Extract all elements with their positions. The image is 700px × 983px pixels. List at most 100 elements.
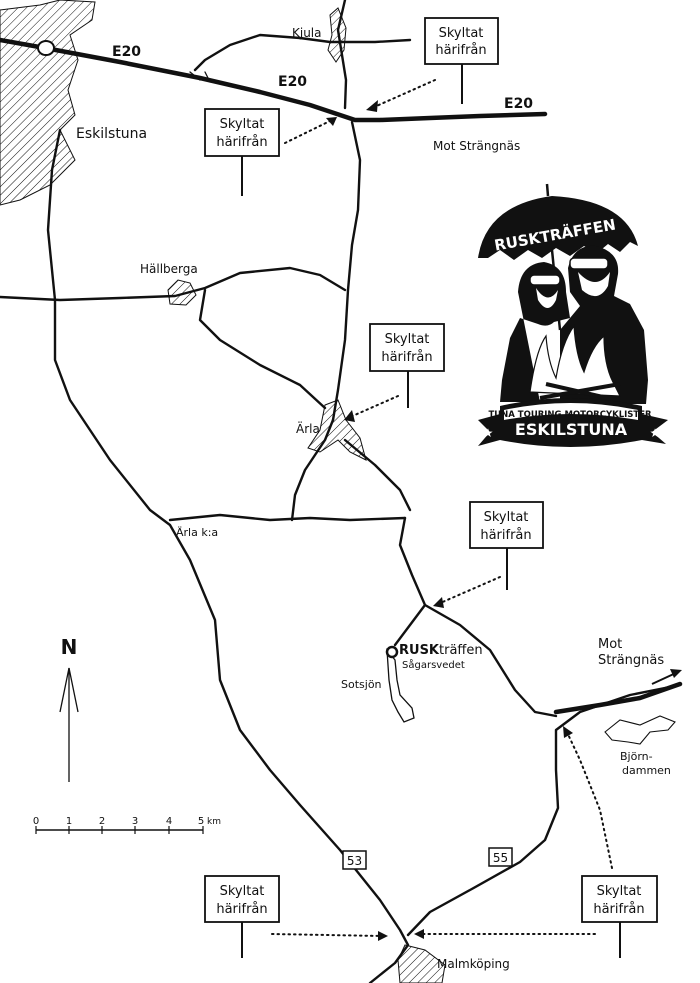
road-to-ruskträffen xyxy=(393,516,427,647)
sign-sagarsvedet: Skyltat härifrån xyxy=(469,501,544,590)
place-label-eskilstuna: Eskilstuna xyxy=(76,126,147,142)
sign-e20-west: Skyltat härifrån xyxy=(204,108,280,196)
route-number: 55 xyxy=(493,851,508,865)
road-arla-kyrka-east xyxy=(168,513,407,522)
sign-line-1: Skyltat xyxy=(484,510,529,525)
sign-line-2: härifrån xyxy=(480,528,531,543)
e20-highway xyxy=(0,37,548,123)
arrowhead xyxy=(366,100,378,112)
north-arrow: N xyxy=(59,635,79,782)
road-kjula-north xyxy=(336,0,348,110)
route-shield-53: 53 xyxy=(342,850,367,870)
route-number: 53 xyxy=(347,854,362,868)
kjula-village-area xyxy=(327,7,347,63)
ruskträffen-logo: RUSKTRÄFFEN TUNA TOURING MOTORCYKLISTER … xyxy=(478,183,668,447)
scale-tick-label: 2 xyxy=(99,816,105,827)
scale-unit: km xyxy=(207,817,221,827)
scale-tick-label: 4 xyxy=(166,816,172,827)
arrowhead xyxy=(670,669,682,678)
route-shield-55: 55 xyxy=(488,847,513,867)
sign-arla: Skyltat härifrån xyxy=(369,323,445,408)
star-icon: ★ xyxy=(650,426,661,440)
arrowhead xyxy=(563,726,573,738)
arrowhead xyxy=(378,931,388,941)
scale-bar: 0 1 2 3 4 5 km xyxy=(33,816,221,834)
e20-label: E20 xyxy=(504,96,533,112)
pointer-malmkoping-west xyxy=(271,933,383,937)
campfire xyxy=(529,324,621,397)
sign-malmkoping-west: Skyltat härifrån xyxy=(204,875,280,958)
sign-line-1: Skyltat xyxy=(439,26,484,41)
arrowhead xyxy=(433,597,444,608)
destination-label: RUSKträffen xyxy=(399,643,483,658)
place-label-arla-kyrka: Ärla k:a xyxy=(176,526,218,539)
campfire-logs xyxy=(539,382,621,402)
eskilstuna-urban-area xyxy=(0,0,96,206)
sign-line-1: Skyltat xyxy=(597,884,642,899)
sign-line-1: Skyltat xyxy=(220,117,265,132)
road-hallberga-to-arla xyxy=(198,288,327,410)
direction-label-mot-strangnas: Mot xyxy=(598,637,622,652)
pointer-e20-west xyxy=(284,119,333,144)
sign-line-2: härifrån xyxy=(216,135,267,150)
pointer-arla xyxy=(347,395,399,419)
arrowhead xyxy=(414,929,424,939)
scale-tick-label: 5 xyxy=(198,816,204,827)
arrowhead xyxy=(326,117,337,126)
e20-roundabout xyxy=(37,40,56,56)
place-label-malmkoping: Malmköping xyxy=(437,957,510,971)
e20-label: E20 xyxy=(112,44,141,60)
road-west-hallberga xyxy=(0,266,347,302)
scale-tick-label: 1 xyxy=(66,816,72,827)
sign-line-2: härifrån xyxy=(435,43,486,58)
road-55-mot-strangnas xyxy=(553,681,683,715)
place-label-arla: Ärla xyxy=(296,421,320,436)
pointer-road-55 xyxy=(565,729,613,869)
destination-name-bold: RUSK xyxy=(399,643,440,658)
arrowhead xyxy=(344,410,355,422)
destination-sub-label: Sågarsvedet xyxy=(402,658,465,671)
destination-name-rest: träffen xyxy=(439,643,483,658)
logo-banner-line1: TUNA TOURING MOTORCYKLISTER xyxy=(488,410,652,420)
scale-tick-label: 3 xyxy=(132,816,138,827)
umbrella-tip xyxy=(545,183,550,197)
pointer-kjula xyxy=(371,79,436,109)
sign-line-1: Skyltat xyxy=(220,884,265,899)
road-kjula-to-arla xyxy=(331,120,362,422)
bjorndammen-lake xyxy=(604,715,676,745)
place-label-kjula: Kjula xyxy=(292,26,322,40)
road-arla-southeast xyxy=(343,438,412,512)
place-label-bjorndammen: dammen xyxy=(622,764,671,777)
logo-banner-line2: ESKILSTUNA xyxy=(515,420,628,439)
pointer-sagarsvedet xyxy=(437,576,501,605)
place-label-bjorndammen: Björn- xyxy=(620,750,653,763)
sign-line-2: härifrån xyxy=(381,350,432,365)
goggles-right xyxy=(569,257,609,270)
direction-label-mot-strangnas: Strängnäs xyxy=(598,653,664,668)
scale-tick-label: 0 xyxy=(33,816,39,827)
destination-marker xyxy=(385,645,399,659)
sign-line-1: Skyltat xyxy=(385,332,430,347)
umbrella-canopy xyxy=(478,196,638,260)
road-53 xyxy=(46,128,410,983)
sign-kjula: Skyltat härifrån xyxy=(424,17,499,104)
place-label-hallberga: Hällberga xyxy=(140,262,198,276)
face-left xyxy=(536,288,558,308)
sotsjon-lake xyxy=(386,647,415,723)
goggles-left xyxy=(529,274,561,286)
sign-line-2: härifrån xyxy=(216,902,267,917)
direction-label-mot-strangnas: Mot Strängnäs xyxy=(433,139,520,153)
e20-label: E20 xyxy=(278,74,307,90)
sign-malmkoping-east: Skyltat härifrån xyxy=(581,875,658,958)
logo-banner-inner xyxy=(504,403,638,420)
road-northwest-loop xyxy=(193,33,412,72)
face-right xyxy=(578,272,610,297)
star-icon: ★ xyxy=(483,426,494,440)
road-link-e20 xyxy=(189,71,211,83)
north-label: N xyxy=(61,635,78,659)
road-east-to-55 xyxy=(423,603,558,718)
road-arla-south xyxy=(290,418,335,522)
sign-line-2: härifrån xyxy=(593,902,644,917)
hallberga-village-area xyxy=(167,279,197,306)
